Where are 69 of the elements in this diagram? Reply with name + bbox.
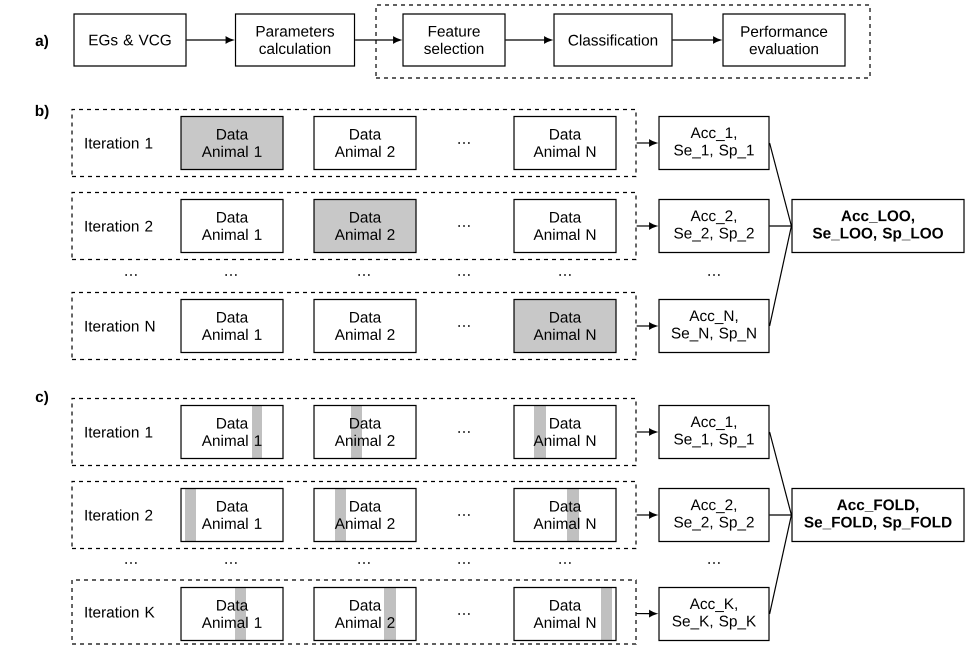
result-box: Acc_2, Se_2, Sp_2 [658, 488, 770, 542]
ellipsis: … [458, 431, 470, 433]
data-box: Data Animal N [513, 488, 617, 542]
arrow [506, 36, 552, 44]
ellipsis: … [358, 274, 370, 276]
data-box: Data Animal N [513, 298, 617, 354]
connector-line [770, 225, 792, 227]
result-box: Acc_1, Se_1, Sp_1 [658, 404, 770, 460]
ellipsis: … [225, 274, 237, 276]
arrow [636, 428, 657, 436]
panel-label: b) [36, 104, 48, 120]
ellipsis: … [708, 274, 720, 276]
connector-line [769, 226, 792, 326]
result-box: Acc_1, Se_1, Sp_1 [658, 116, 770, 170]
ellipsis: … [458, 274, 470, 276]
summary-box: Acc_FOLD, Se_FOLD, Sp_FOLD [791, 488, 965, 542]
ellipsis: … [708, 562, 720, 564]
connector-line [769, 432, 792, 516]
arrow [636, 322, 657, 330]
data-box: Data Animal N [513, 586, 617, 642]
data-box: Data Animal 1 [180, 198, 284, 254]
arrow [355, 36, 401, 44]
data-box: Data Animal 2 [313, 198, 417, 254]
ellipsis: … [125, 274, 137, 276]
process-box: Feature selection [402, 13, 506, 67]
dashed-group-box [375, 4, 871, 79]
ellipsis: … [458, 613, 470, 615]
data-box: Data Animal 2 [313, 116, 417, 170]
arrow [636, 222, 657, 230]
connector-line [770, 514, 792, 516]
result-box: Acc_N, Se_N, Sp_N [658, 298, 770, 354]
process-box: Parameters calculation [234, 13, 356, 67]
data-box: Data Animal 1 [180, 488, 284, 542]
result-box: Acc_2, Se_2, Sp_2 [658, 198, 770, 254]
ellipsis: … [458, 325, 470, 327]
arrow [636, 610, 657, 618]
process-box: Classification [553, 13, 673, 67]
result-box: Acc_K, Se_K, Sp_K [658, 586, 770, 642]
data-box: Data Animal 1 [180, 586, 284, 642]
connector-line [769, 514, 792, 614]
process-box: Performance evaluation [722, 13, 846, 67]
panel-label: a) [36, 34, 48, 50]
data-box: Data Animal 2 [313, 404, 417, 460]
ellipsis: … [125, 562, 137, 564]
data-box: Data Animal N [513, 198, 617, 254]
ellipsis: … [225, 562, 237, 564]
ellipsis: … [458, 142, 470, 144]
panel-label: c) [36, 390, 48, 406]
ellipsis: … [458, 225, 470, 227]
process-box: EGs & VCG [73, 13, 187, 67]
data-box: Data Animal 1 [180, 404, 284, 460]
data-box: Data Animal 1 [180, 298, 284, 354]
data-box: Data Animal N [513, 116, 617, 170]
ellipsis: … [559, 274, 571, 276]
arrow [636, 512, 657, 518]
data-box: Data Animal 2 [313, 488, 417, 542]
summary-box: Acc_LOO, Se_LOO, Sp_LOO [791, 198, 965, 254]
arrow [672, 36, 721, 44]
data-box: Data Animal 2 [313, 586, 417, 642]
arrow [186, 36, 234, 44]
connector-line [769, 142, 792, 226]
arrow [636, 140, 657, 146]
data-box: Data Animal 1 [180, 116, 284, 170]
data-box: Data Animal N [513, 404, 617, 460]
ellipsis: … [458, 514, 470, 516]
ellipsis: … [559, 562, 571, 564]
data-box: Data Animal 2 [313, 298, 417, 354]
ellipsis: … [458, 562, 470, 564]
ellipsis: … [358, 562, 370, 564]
